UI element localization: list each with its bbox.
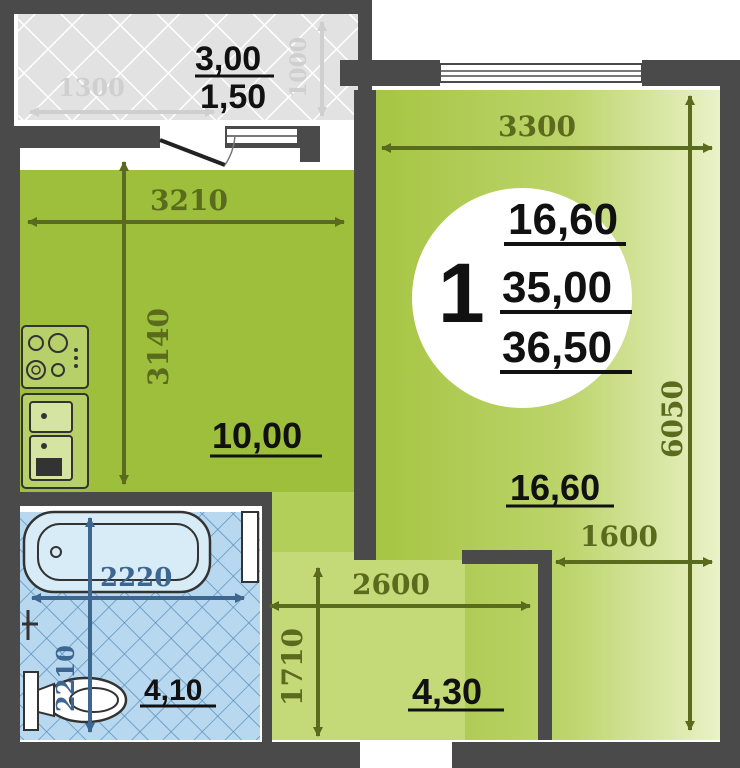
hall-floor-upper xyxy=(262,492,362,552)
bathtub-icon xyxy=(22,510,212,594)
living-area-label: 16,60 xyxy=(510,467,600,508)
dimension-lines xyxy=(27,95,713,737)
balcony-door xyxy=(159,134,236,167)
balcony-area: 3,00 1,50 xyxy=(195,40,274,116)
balcony-dimension-lines xyxy=(29,21,327,117)
hall-width-label: 2600 xyxy=(352,568,430,601)
hall-height-label: 1710 xyxy=(276,628,309,706)
windows xyxy=(22,63,643,162)
bathroom-area-label: 4,10 xyxy=(144,674,202,707)
kitchen-height-label: 3140 xyxy=(142,308,175,386)
living-partial-label: 1600 xyxy=(580,520,658,553)
badge-total-area: 35,00 xyxy=(502,263,612,312)
badge-room-count: 1 xyxy=(438,246,485,340)
hall-area-label: 4,30 xyxy=(412,671,482,712)
hall-area: 4,30 xyxy=(408,671,504,712)
bath-door-frame xyxy=(241,511,259,583)
balcony-height-label: 1000 xyxy=(286,37,312,98)
kitchen-width-label: 3210 xyxy=(150,184,228,217)
kitchen-area-label: 10,00 xyxy=(212,415,302,456)
balcony-area-reduced: 1,50 xyxy=(200,78,266,116)
bathroom-width-label: 2220 xyxy=(100,563,172,593)
apartment-badge: 1 16,60 35,00 36,50 xyxy=(412,188,632,408)
kitchen-area: 10,00 xyxy=(210,415,322,458)
bathroom-area: 4,10 xyxy=(140,674,216,708)
badge-living-area: 16,60 xyxy=(508,195,618,244)
balcony-area-full: 3,00 xyxy=(195,40,261,78)
living-window xyxy=(439,63,643,83)
living-width-label: 3300 xyxy=(498,110,576,143)
kitchen-sink-icon xyxy=(21,393,89,489)
kitchen-window-slots xyxy=(22,154,102,162)
balcony-floor xyxy=(18,14,358,120)
living-height-label: 6050 xyxy=(656,380,689,458)
badge-total-area-with-balcony: 36,50 xyxy=(502,323,612,372)
bathroom-height-label: 2210 xyxy=(51,645,80,712)
washbasin-icon xyxy=(22,610,38,640)
stove-icon xyxy=(21,325,89,389)
bathroom-dimension-lines xyxy=(31,517,245,733)
living-room-area: 16,60 xyxy=(506,467,614,508)
balcony-width-label: 1300 xyxy=(58,73,125,102)
